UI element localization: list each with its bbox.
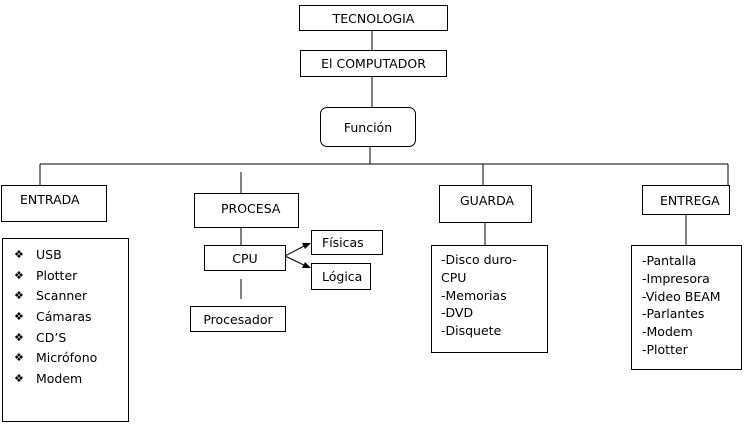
node-tecnologia: TECNOLOGIA <box>299 5 448 31</box>
list-item: -Video BEAM <box>642 288 721 304</box>
node-guarda: GUARDA <box>439 185 532 223</box>
node-funcion-label: Función <box>343 119 393 135</box>
node-tecnologia-label: TECNOLOGIA <box>332 10 415 26</box>
bullet-icon: ❖ <box>14 372 24 386</box>
node-entrada-label: ENTRADA <box>20 192 80 207</box>
node-cpu: CPU <box>204 245 286 271</box>
list-item: ❖ Micrófono <box>14 348 128 369</box>
list-item: CPU <box>441 269 467 285</box>
list-item: -Plotter <box>642 341 688 357</box>
node-procesa: PROCESA <box>194 193 299 228</box>
guarda-list: -Disco duro- CPU -Memorias -DVD -Disquet… <box>431 245 548 353</box>
bullet-icon: ❖ <box>14 268 24 282</box>
node-procesador-label: Procesador <box>203 311 273 327</box>
node-entrega-label: ENTREGA <box>660 193 720 208</box>
list-item: ❖ Plotter <box>14 266 128 287</box>
list-item: -Disquete <box>441 323 502 339</box>
bullet-icon: ❖ <box>14 310 24 324</box>
list-item-label: Scanner <box>36 288 88 304</box>
node-cpu-label: CPU <box>232 250 258 266</box>
list-item: ❖ Scanner <box>14 286 128 307</box>
node-funcion: Función <box>320 107 416 147</box>
node-fisicas: Físicas <box>311 230 383 255</box>
node-el-computador-label: El COMPUTADOR <box>321 56 426 71</box>
node-entrega: ENTREGA <box>642 185 730 215</box>
list-item: ❖ Modem <box>14 369 128 390</box>
node-logica: Lógica <box>311 263 371 290</box>
list-item-label: Plotter <box>36 267 78 283</box>
list-item: ❖ Cámaras <box>14 307 128 328</box>
list-item: -Modem <box>642 324 693 340</box>
node-fisicas-label: Físicas <box>322 235 364 250</box>
node-procesa-label: PROCESA <box>221 201 281 216</box>
list-item-label: CD’S <box>36 329 67 345</box>
node-el-computador: El COMPUTADOR <box>300 50 447 77</box>
bullet-icon: ❖ <box>14 289 24 303</box>
node-logica-label: Lógica <box>322 269 363 284</box>
list-item: -Impresora <box>642 270 710 286</box>
list-item: -Disco duro- <box>441 252 517 267</box>
bullet-icon: ❖ <box>14 330 24 344</box>
list-item: -Parlantes <box>642 306 705 322</box>
list-item-label: Cámaras <box>36 309 92 325</box>
node-entrada: ENTRADA <box>1 185 107 222</box>
list-item: ❖ CD’S <box>14 328 128 349</box>
list-item: -Pantalla <box>642 253 697 268</box>
node-procesador: Procesador <box>190 306 286 332</box>
list-item-label: Micrófono <box>36 350 98 366</box>
entrega-list: -Pantalla -Impresora -Video BEAM -Parlan… <box>631 245 742 370</box>
list-item-label: USB <box>36 247 62 262</box>
list-item-label: Modem <box>36 371 83 387</box>
list-item: -DVD <box>441 305 474 321</box>
bullet-icon: ❖ <box>14 351 24 365</box>
bullet-icon: ❖ <box>14 248 24 261</box>
node-guarda-label: GUARDA <box>460 193 515 208</box>
entrada-list: ❖ USB ❖ Plotter ❖ Scanner ❖ Cámaras ❖ CD’S ❖ M… <box>2 238 129 422</box>
list-item: -Memorias <box>441 287 507 303</box>
list-item: ❖ USB <box>14 245 128 266</box>
